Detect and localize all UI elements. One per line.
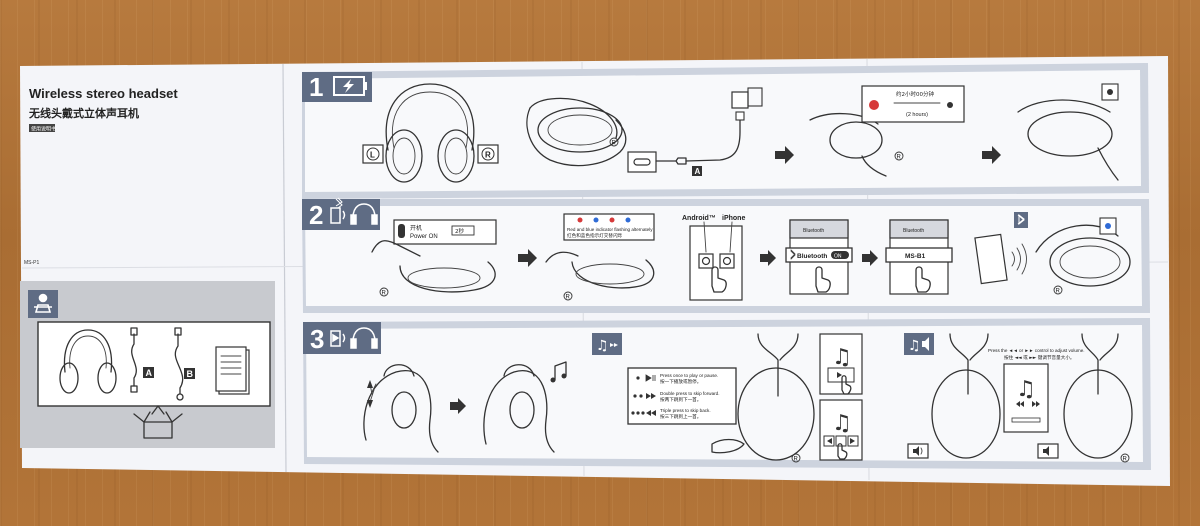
android-settings-icon: [699, 254, 713, 268]
blue-led-icon: [594, 218, 599, 223]
step2-right-mark: R: [382, 291, 387, 297]
red-led-icon: [869, 100, 879, 110]
android-label: Android™: [682, 215, 716, 222]
power-on-en: Power ON: [410, 234, 438, 240]
cable-a-label: A: [146, 368, 153, 378]
red-led-icon: [610, 218, 615, 223]
cover-badge-text: 使用说明书: [31, 126, 56, 133]
cable-a-tag-label: A: [695, 167, 701, 176]
device-name: MS-B1: [905, 253, 926, 260]
bluetooth-label: Bluetooth: [797, 253, 827, 260]
cover-title-cn: 无线头戴式立体声耳机: [28, 106, 139, 120]
iphone-settings-icon: [720, 254, 734, 268]
indicator-text-en: Red and blue indicator flashing alternat…: [567, 227, 653, 232]
music-note-icon: ♫: [908, 338, 921, 354]
usb-port-box: [628, 152, 656, 172]
led-off-icon: [1107, 89, 1113, 95]
left-marker: L: [370, 151, 375, 160]
phone-illustration: [975, 234, 1007, 283]
power-on-time: 2秒: [455, 227, 464, 235]
step1-right-mark: R: [612, 141, 617, 147]
previous-track-text-en: Triple press to skip back.: [660, 408, 711, 413]
music-note-icon: ♫: [832, 345, 852, 370]
step-1-number: 1: [309, 72, 323, 102]
step1-right-mark-2: R: [897, 155, 902, 161]
music-note-icon: ♫: [596, 338, 609, 354]
manual-booklet-illustration: [216, 347, 249, 394]
previous-track-text-cn: 按三下跳到上一首。: [660, 413, 701, 420]
step3-right-mark-2: R: [1123, 457, 1128, 463]
iphone-label: iPhone: [722, 215, 745, 222]
play-pause-text-cn: 按一下播放或暂停。: [660, 378, 701, 385]
volume-text-cn: 按住 ◄◄ 或 ►► 键调节音量大小。: [1004, 354, 1075, 361]
next-track-text-en: Double press to skip forward.: [660, 391, 720, 396]
bluetooth-screen-header-text: Bluetooth: [803, 228, 824, 234]
next-track-text-cn: 按两下跳到下一首。: [660, 396, 701, 403]
music-note-icon: ♫: [832, 411, 852, 436]
device-list-header-text: Bluetooth: [903, 228, 924, 234]
bluetooth-badge-icon: [1014, 212, 1028, 228]
blue-led-icon: [1105, 223, 1111, 229]
charging-time-en: (2 hours): [906, 112, 928, 118]
volume-text-en: Press the ◄◄ or ►► control to adjust vol…: [988, 348, 1085, 353]
red-led-icon: [578, 218, 583, 223]
play-pause-text-en: Press once to play or pause.: [660, 373, 718, 378]
indicator-text-cn: 红色和蓝色指示灯交替闪烁: [567, 232, 623, 239]
charging-time: 约2小时00分钟: [896, 90, 934, 98]
step-2-number: 2: [309, 200, 323, 230]
step2-right-mark-2: R: [566, 295, 571, 301]
box-contents-panel: A B: [20, 281, 275, 448]
led-off-icon: [947, 102, 953, 108]
wall-adapter: [732, 92, 748, 108]
right-marker: R: [485, 151, 491, 160]
power-on-cn: 开机: [410, 224, 422, 232]
step-3-number: 3: [310, 324, 324, 354]
model-number: MS-P1: [24, 260, 40, 266]
cover-title-en: Wireless stereo headset: [29, 86, 178, 101]
usb-a-plug: [736, 112, 744, 120]
step2-right-mark-3: R: [1056, 289, 1061, 295]
step-1-panel-inner: [305, 70, 1141, 192]
power-button-icon: [398, 224, 405, 238]
blue-led-icon: [626, 218, 631, 223]
bluetooth-toggle-state: ON: [834, 254, 842, 260]
music-note-icon: ♫: [1016, 377, 1036, 402]
cable-b-label: B: [187, 369, 194, 379]
step3-right-mark: R: [794, 457, 799, 463]
power-on-box: [394, 220, 496, 244]
